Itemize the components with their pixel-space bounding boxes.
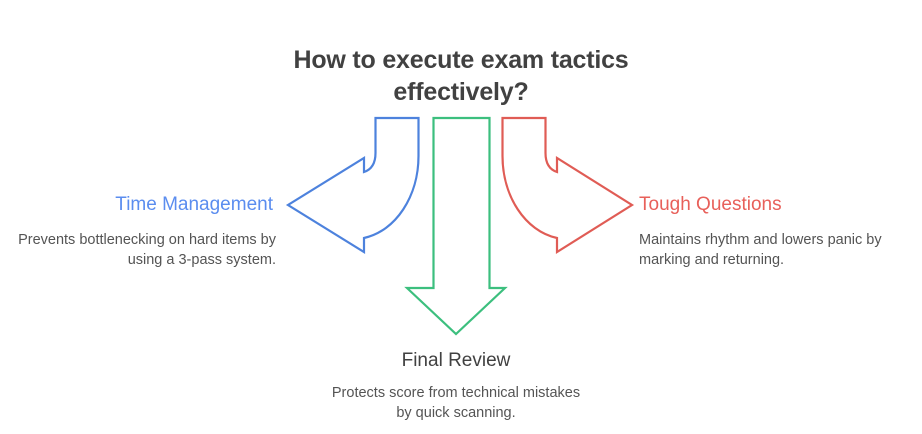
arrow-right [501, 116, 635, 254]
page-title: How to execute exam tactics effectively? [293, 46, 629, 106]
branch-left-label: Time Management [115, 194, 273, 215]
branch-left-description: Prevents bottlenecking on hard items by … [18, 232, 276, 268]
branch-center-description: Protects score from technical mistakes b… [331, 385, 581, 421]
arrow-down [404, 116, 508, 336]
arrow-left [285, 116, 420, 254]
branch-right-description: Maintains rhythm and lowers panic by mar… [639, 232, 882, 268]
branch-center-label: Final Review [401, 350, 511, 371]
branch-right-label: Tough Questions [639, 194, 782, 215]
